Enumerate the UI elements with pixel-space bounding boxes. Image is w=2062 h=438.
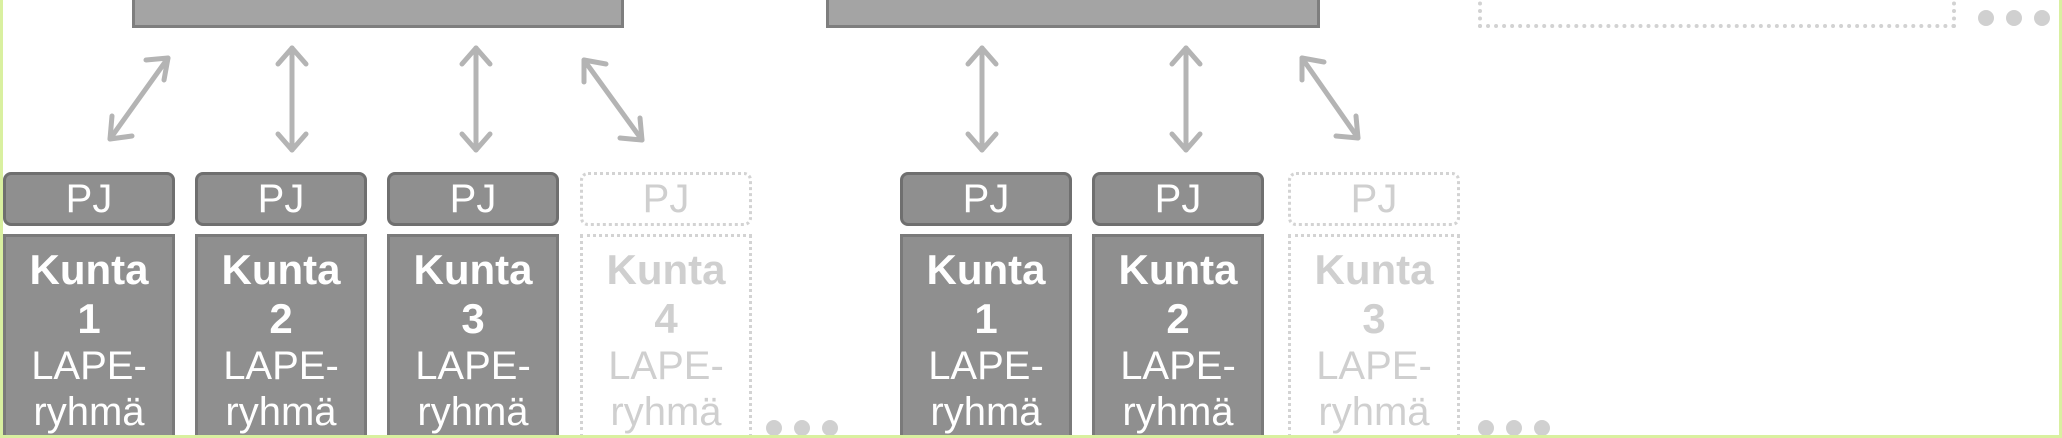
group-label-line2: ryhmä xyxy=(417,390,529,434)
dot xyxy=(1478,420,1494,436)
group-label-line1: LAPE- xyxy=(1316,344,1432,388)
group-label-line2: ryhmä xyxy=(930,390,1042,434)
kunta-number: 1 xyxy=(974,295,998,342)
arrow-group xyxy=(107,45,1361,153)
arrow-1-3 xyxy=(459,45,493,153)
kunta-number: 4 xyxy=(654,295,678,342)
group-label-line2: ryhmä xyxy=(225,390,337,434)
hub-box-placeholder xyxy=(1478,0,1956,28)
dot xyxy=(1978,10,1994,26)
kunta-card-g1-2: Kunta 2 LAPE- ryhmä xyxy=(195,234,367,438)
kunta-card-g1-1: Kunta 1 LAPE- ryhmä xyxy=(3,234,175,438)
pj-box-g1-1: PJ xyxy=(3,172,175,226)
pj-box-g2-2: PJ xyxy=(1092,172,1264,226)
group-label-line1: LAPE- xyxy=(31,344,147,388)
group-label-line1: LAPE- xyxy=(223,344,339,388)
arrow-1-1 xyxy=(107,55,171,142)
arrow-2-3 xyxy=(1299,55,1361,141)
group-label-line1: LAPE- xyxy=(415,344,531,388)
group-label-line2: ryhmä xyxy=(610,390,722,434)
hub-box-middle xyxy=(826,0,1320,28)
kunta-name: Kunta xyxy=(1118,246,1238,293)
more-dots-group-2 xyxy=(1478,420,1550,436)
dot xyxy=(1534,420,1550,436)
dot xyxy=(794,420,810,436)
group-label-line2: ryhmä xyxy=(1318,390,1430,434)
kunta-number: 2 xyxy=(269,295,293,342)
pj-box-g1-2: PJ xyxy=(195,172,367,226)
kunta-number: 3 xyxy=(1362,295,1386,342)
kunta-card-g1-3: Kunta 3 LAPE- ryhmä xyxy=(387,234,559,438)
arrow-1-2 xyxy=(275,45,309,153)
kunta-card-g1-4-placeholder: Kunta 4 LAPE- ryhmä xyxy=(580,234,752,438)
group-label-line2: ryhmä xyxy=(33,390,145,434)
dot xyxy=(2034,10,2050,26)
more-dots-top xyxy=(1978,10,2050,26)
pj-box-g2-3-placeholder: PJ xyxy=(1288,172,1460,226)
group-label-line1: LAPE- xyxy=(1120,344,1236,388)
kunta-number: 1 xyxy=(77,295,101,342)
group-label-line1: LAPE- xyxy=(608,344,724,388)
arrow-1-4 xyxy=(581,57,645,143)
dot xyxy=(822,420,838,436)
kunta-number: 2 xyxy=(1166,295,1190,342)
kunta-card-g2-2: Kunta 2 LAPE- ryhmä xyxy=(1092,234,1264,438)
kunta-name: Kunta xyxy=(926,246,1046,293)
kunta-name: Kunta xyxy=(413,246,533,293)
dot xyxy=(766,420,782,436)
arrow-2-2 xyxy=(1169,45,1203,153)
dot xyxy=(1506,420,1522,436)
kunta-name: Kunta xyxy=(606,246,726,293)
group-label-line1: LAPE- xyxy=(928,344,1044,388)
hub-box-left xyxy=(132,0,624,28)
pj-box-g1-4-placeholder: PJ xyxy=(580,172,752,226)
kunta-number: 3 xyxy=(461,295,485,342)
arrow-2-1 xyxy=(965,45,999,153)
kunta-card-g2-3-placeholder: Kunta 3 LAPE- ryhmä xyxy=(1288,234,1460,438)
kunta-name: Kunta xyxy=(221,246,341,293)
pj-box-g1-3: PJ xyxy=(387,172,559,226)
pj-box-g2-1: PJ xyxy=(900,172,1072,226)
group-label-line2: ryhmä xyxy=(1122,390,1234,434)
kunta-name: Kunta xyxy=(1314,246,1434,293)
dot xyxy=(2006,10,2022,26)
kunta-card-g2-1: Kunta 1 LAPE- ryhmä xyxy=(900,234,1072,438)
kunta-name: Kunta xyxy=(29,246,149,293)
more-dots-group-1 xyxy=(766,420,838,436)
